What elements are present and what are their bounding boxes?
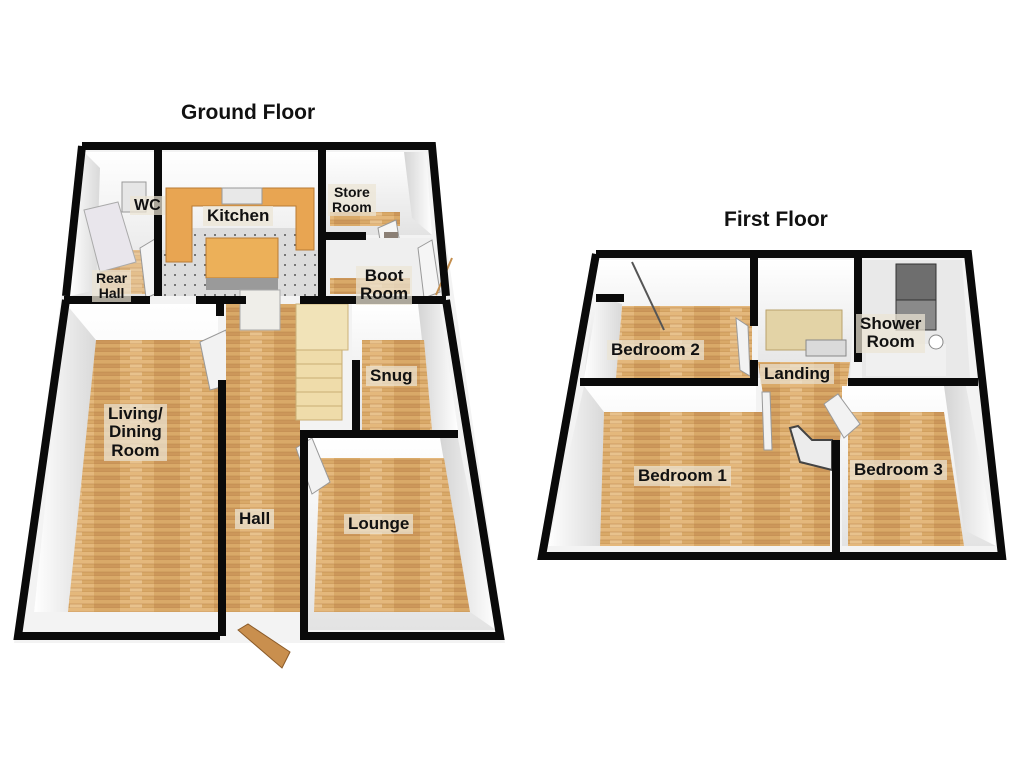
room-label-snug: Snug: [366, 366, 417, 387]
room-label-bedroom-3: Bedroom 3: [850, 460, 947, 481]
room-label-landing: Landing: [760, 364, 835, 385]
room-label-kitchen: Kitchen: [203, 206, 274, 227]
room-label-lounge: Lounge: [344, 514, 414, 535]
first-floor-drawing: [537, 250, 1007, 560]
ground-floor-title: Ground Floor: [181, 101, 316, 124]
room-label-bedroom-1: Bedroom 1: [634, 466, 731, 487]
first-floor-title: First Floor: [724, 208, 828, 231]
room-label-wc: WC: [130, 196, 165, 216]
room-label-bedroom-2: Bedroom 2: [607, 340, 704, 361]
room-label-hall: Hall: [235, 509, 275, 530]
